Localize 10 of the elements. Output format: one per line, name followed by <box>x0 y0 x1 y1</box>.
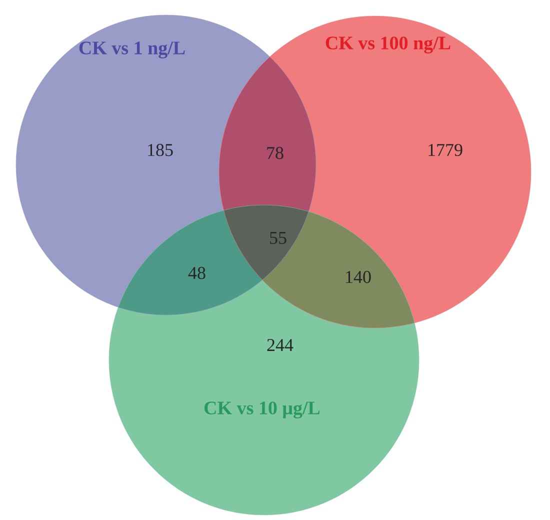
count-label: 48 <box>188 266 206 280</box>
count-label: 244 <box>267 339 294 351</box>
set-label: CK vs 100 ng/L <box>326 36 450 54</box>
set-label: CK vs 1 ng/L <box>79 42 185 58</box>
count-label: 140 <box>346 270 371 284</box>
count-label: 185 <box>148 144 173 156</box>
set-label: CK vs 10 μg/L <box>204 402 320 418</box>
count-label: 1779 <box>428 144 462 156</box>
count-label: 55 <box>270 232 286 244</box>
count-label: 78 <box>267 146 284 160</box>
